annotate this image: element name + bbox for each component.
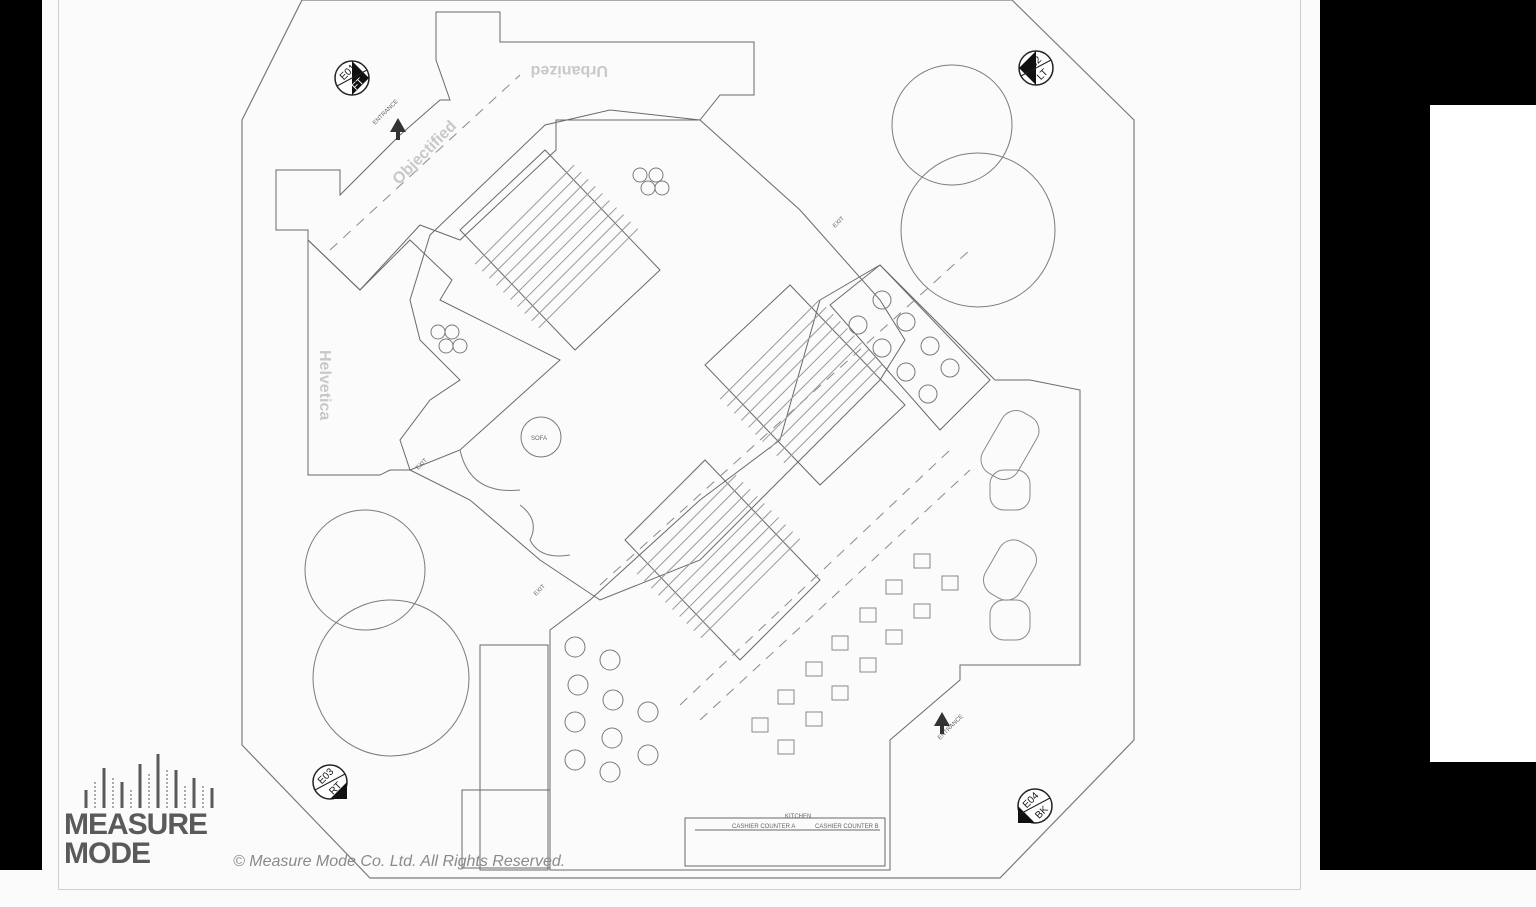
elevation-tag-e01: E01 FT [334,60,370,96]
stage-circles [430,167,670,354]
tenant-names: Urbanized Objectified Helvetica [316,62,608,420]
logo-line-1: MEASURE [64,808,208,841]
site-boundary [241,0,1135,879]
entrance-arrow-icon [390,118,406,140]
entrance-arrows [390,118,950,734]
cashier-a-label: CASHIER COUNTER A [732,824,795,830]
walkways [329,74,971,721]
black-margin-left [0,0,42,870]
communal-tables [980,410,1040,641]
exit-label-2: EXIT [533,584,547,598]
sheet-border-right [1300,0,1301,890]
logo-bars-icon [84,754,214,808]
sheet-border-left [58,0,59,890]
tenant-label-urbanized: Urbanized [531,62,608,79]
tenant-label-helvetica: Helvetica [316,350,333,420]
plan-labels: SOFA ENTRANCE ENTRANCE CASHIER COUNTER A… [372,99,965,830]
booth-tables [751,553,959,755]
white-panel [1430,105,1536,762]
elevation-tag-e02: E02 LT [1018,50,1054,86]
exit-label-3: EXIT [832,216,846,230]
sheet-border-bottom [58,889,1301,890]
planters [304,64,1056,757]
elevation-tag-e04: E04 BK [1017,788,1053,824]
banquet-tables [848,290,960,404]
cinema-seating [474,164,884,639]
entrance-arrow-icon [934,712,950,734]
elevation-tag-e03: E03 RT [312,764,348,800]
lobby-seating [459,416,571,557]
cashier-b-label: CASHIER COUNTER B [815,824,879,830]
cafe-tables [564,636,659,783]
exit-label-1: EXIT [415,458,429,472]
measure-mode-logo: MEASURE MODE [64,750,224,870]
kitchen-label: KITCHEN [785,814,811,820]
building-linework [275,11,1081,871]
sofa-label: SOFA [531,436,547,442]
copyright-notice: © Measure Mode Co. Ltd. All Rights Reser… [233,853,566,870]
logo-line-2: MODE [64,837,151,870]
logo-wordmark: MEASURE MODE [64,808,208,870]
